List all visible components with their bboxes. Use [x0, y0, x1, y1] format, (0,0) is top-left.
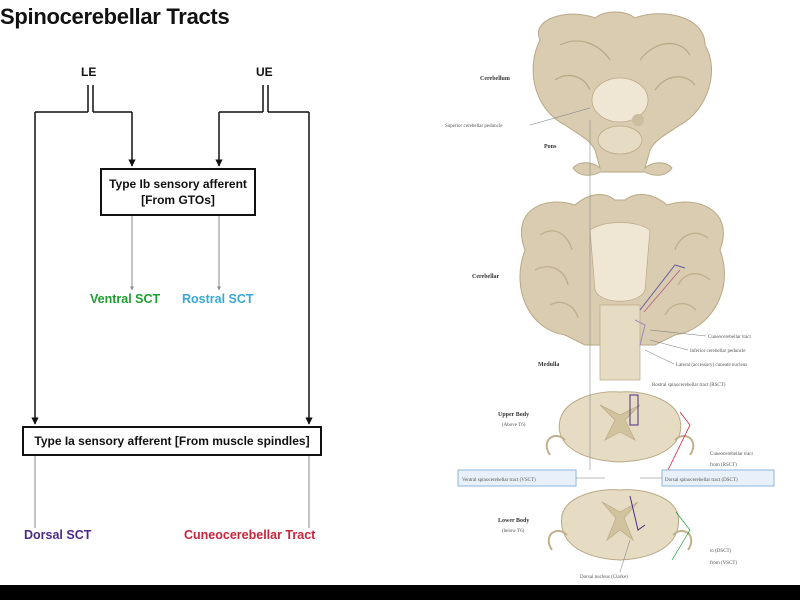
dorsal-sct-label: Dorsal SCT — [24, 528, 92, 542]
label-lower-body-sub: (below T6) — [502, 529, 525, 534]
cuneocerebellar-tract-label: Cuneocerebellar Tract — [184, 528, 316, 542]
label-to-dsct: to (DSCT) — [710, 549, 732, 554]
type-ib-line1: Type Ib sensory afferent — [109, 177, 247, 191]
label-rostral-sct: Rostral spinocerebellar tract (RSCT) — [652, 383, 726, 388]
label-from-rcs: from (RSCT) — [710, 463, 737, 468]
highlight-boxes: Ventral spinocerebellar tract (VSCT) Dor… — [457, 469, 775, 487]
bottom-bar — [0, 585, 800, 600]
label-inferior-peduncle: Inferior cerebellar peduncle — [690, 349, 746, 354]
label-superior-peduncle: Superior cerebellar peduncle — [445, 124, 503, 129]
label-lateral-cuneate: Lateral (accessory) cuneate nucleus — [676, 363, 747, 368]
label-upper-body: Upper Body — [498, 412, 529, 418]
label-ventral-sct: Ventral spinocerebellar tract (VSCT) — [462, 478, 536, 483]
cerebellar-medulla-section: Cerebellar Medulla Cuneocerebellar tract… — [472, 194, 752, 381]
label-upper-body-sub: (Above T6) — [502, 423, 526, 428]
flowchart-connectors — [31, 85, 313, 528]
spinal-cord-illustration: Cerebellum Superior cerebellar peduncle … — [445, 11, 775, 580]
label-pons: Pons — [544, 144, 557, 150]
lower-spinal-section: Lower Body (below T6) to (DSCT) from (VS… — [498, 489, 737, 580]
ue-connector — [215, 85, 313, 425]
le-label: LE — [81, 65, 97, 79]
label-dorsal-sct: Dorsal spinocerebellar tract (DSCT) — [665, 478, 738, 483]
type-ib-line2: [From GTOs] — [141, 193, 215, 207]
le-connector — [31, 85, 136, 425]
rostral-sct-label: Rostral SCT — [182, 292, 254, 306]
label-cuneo-tract-2: Cuneocerebellar tract — [710, 452, 754, 457]
label-cerebellar: Cerebellar — [472, 274, 500, 280]
cerebellum-section: Cerebellum Superior cerebellar peduncle … — [445, 11, 712, 176]
ue-label: UE — [256, 65, 273, 79]
label-cuneocerebellar: Cuneocerebellar tract — [708, 335, 752, 340]
type-ia-outputs — [34, 456, 310, 528]
upper-spinal-section: Upper Body (Above T6) Rostral spinocereb… — [498, 383, 754, 471]
label-medulla: Medulla — [538, 362, 559, 368]
label-from-vsct: from (VSCT) — [710, 561, 737, 566]
type-ia-box: Type Ia sensory afferent [From muscle sp… — [22, 426, 322, 456]
slide: Spinocerebellar Tracts — [0, 4, 775, 580]
ventral-sct-label: Ventral SCT — [90, 292, 161, 306]
slide-title: Spinocerebellar Tracts — [0, 4, 230, 29]
type-ib-box: Type Ib sensory afferent [From GTOs] — [100, 168, 256, 216]
label-cerebellum: Cerebellum — [480, 76, 510, 82]
type-ib-outputs — [130, 216, 221, 291]
label-lower-body: Lower Body — [498, 518, 529, 524]
label-dorsal-nucleus: Dorsal nucleus (Clarke) — [580, 575, 628, 580]
